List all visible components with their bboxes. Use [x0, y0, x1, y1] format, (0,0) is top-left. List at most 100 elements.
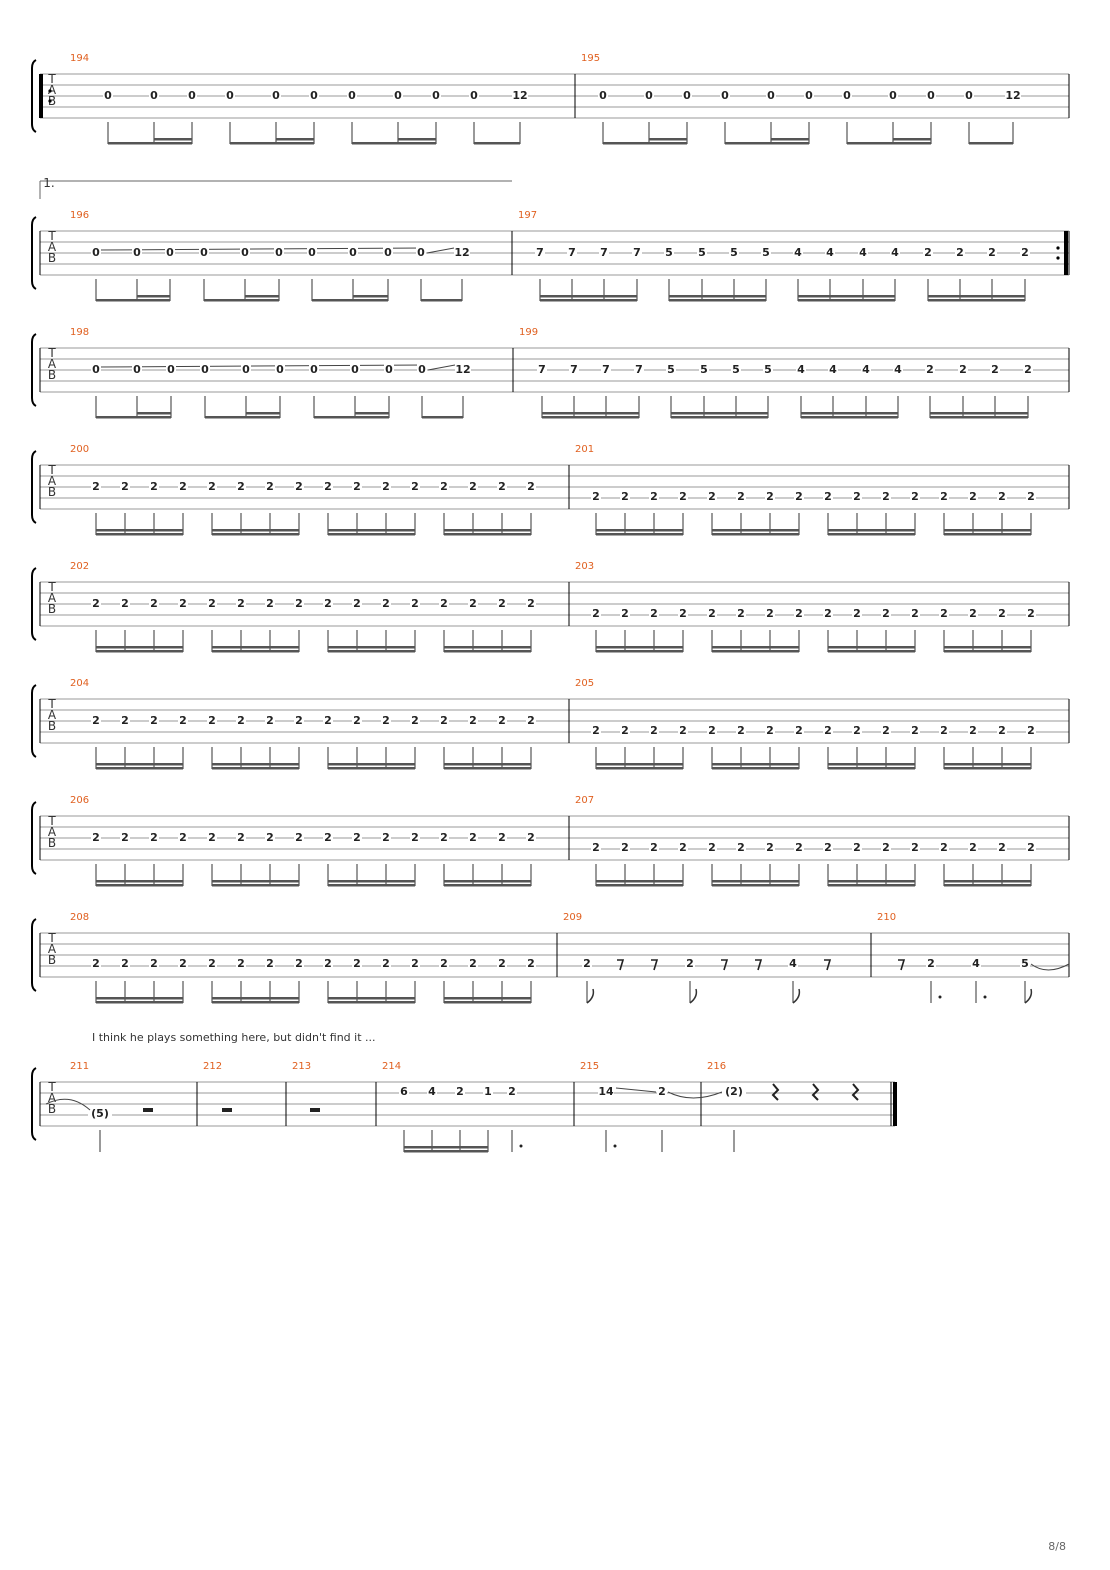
fret-number: 5 [732, 363, 740, 376]
fret-number: 2 [498, 831, 506, 844]
fret-number: 5 [764, 363, 772, 376]
beam [230, 142, 314, 145]
fret-number: 2 [650, 841, 658, 854]
note-bg [823, 725, 833, 736]
fret-number: 0 [104, 89, 112, 102]
note-bg [697, 247, 707, 258]
note-bg [707, 608, 717, 619]
fret-number: 5 [730, 246, 738, 259]
fret-number: 0 [201, 363, 209, 376]
fret-number: 2 [411, 957, 419, 970]
note-bg [720, 90, 730, 101]
fret-number: 0 [470, 89, 478, 102]
note-bg [468, 832, 478, 843]
fret-number: 2 [440, 831, 448, 844]
fret-number: 1 [484, 1085, 492, 1098]
note-bg [858, 247, 868, 258]
fret-number: 2 [527, 714, 535, 727]
tab-clef-letter: T [47, 463, 56, 477]
note-bg [469, 90, 479, 101]
note-bg [852, 842, 862, 853]
note-bg [236, 715, 246, 726]
eighth-rest [755, 959, 763, 971]
beam [246, 412, 280, 415]
note-bg [765, 608, 775, 619]
note-bg [88, 1108, 112, 1119]
fret-number: 2 [924, 246, 932, 259]
beam [212, 533, 299, 536]
fret-number: 2 [1027, 841, 1035, 854]
eighth-rest [651, 959, 659, 971]
half-rest [222, 1108, 232, 1112]
note-bg [294, 598, 304, 609]
note-bg [91, 958, 101, 969]
note-bg [352, 598, 362, 609]
beam [944, 880, 1031, 883]
beam [328, 533, 415, 536]
fret-number: 2 [911, 724, 919, 737]
note-bg [352, 958, 362, 969]
fret-number: 2 [737, 607, 745, 620]
tab-clef-letter: B [48, 602, 56, 616]
fret-number: 2 [92, 957, 100, 970]
note-bg [207, 958, 217, 969]
fret-number: 12 [1005, 89, 1020, 102]
system-bracket [31, 333, 37, 407]
fret-number: 2 [927, 957, 935, 970]
system-bracket [31, 1067, 37, 1141]
note-bg [794, 491, 804, 502]
note-bg [923, 247, 933, 258]
fret-number: 2 [508, 1085, 516, 1098]
note-bg [939, 842, 949, 853]
fret-number: 2 [469, 714, 477, 727]
duration-dot [938, 995, 942, 999]
beam [154, 138, 192, 141]
note-flag [792, 988, 801, 1004]
beam [596, 880, 683, 883]
note-bg [265, 958, 275, 969]
note-bg [265, 832, 275, 843]
fret-number: 2 [592, 724, 600, 737]
measure-number: 213 [292, 1061, 311, 1072]
beam [928, 295, 1025, 298]
fret-number: 2 [621, 490, 629, 503]
fret-number: 2 [208, 597, 216, 610]
measure-number: 204 [70, 678, 89, 689]
fret-number: 2 [911, 490, 919, 503]
note-bg [526, 832, 536, 843]
fret-number: 2 [766, 490, 774, 503]
note-bg [926, 90, 936, 101]
note-bg [736, 491, 746, 502]
fret-number: 0 [349, 246, 357, 259]
tab-clef-letter: T [47, 229, 56, 243]
note-bg [132, 247, 142, 258]
fret-number: 7 [568, 246, 576, 259]
beam [212, 650, 299, 653]
beam [444, 533, 531, 536]
fret-number: 2 [179, 597, 187, 610]
note-bg [455, 364, 471, 375]
beam [542, 412, 639, 415]
tie [1030, 963, 1070, 971]
note-bg [736, 608, 746, 619]
fret-number: 2 [708, 724, 716, 737]
fret-number: 2 [92, 597, 100, 610]
note-bg [410, 958, 420, 969]
measure-number: 214 [382, 1061, 401, 1072]
fret-number: 2 [998, 607, 1006, 620]
note-bg [729, 247, 739, 258]
fret-number: 0 [721, 89, 729, 102]
note-bg [381, 481, 391, 492]
fret-number: 0 [805, 89, 813, 102]
tab-clef-letter: A [48, 942, 57, 956]
fret-number: 0 [242, 363, 250, 376]
measure-number: 212 [203, 1061, 222, 1072]
beam [712, 533, 799, 536]
fret-number: 2 [382, 957, 390, 970]
fret-number: 0 [927, 89, 935, 102]
note-bg [766, 90, 776, 101]
note-bg [968, 725, 978, 736]
